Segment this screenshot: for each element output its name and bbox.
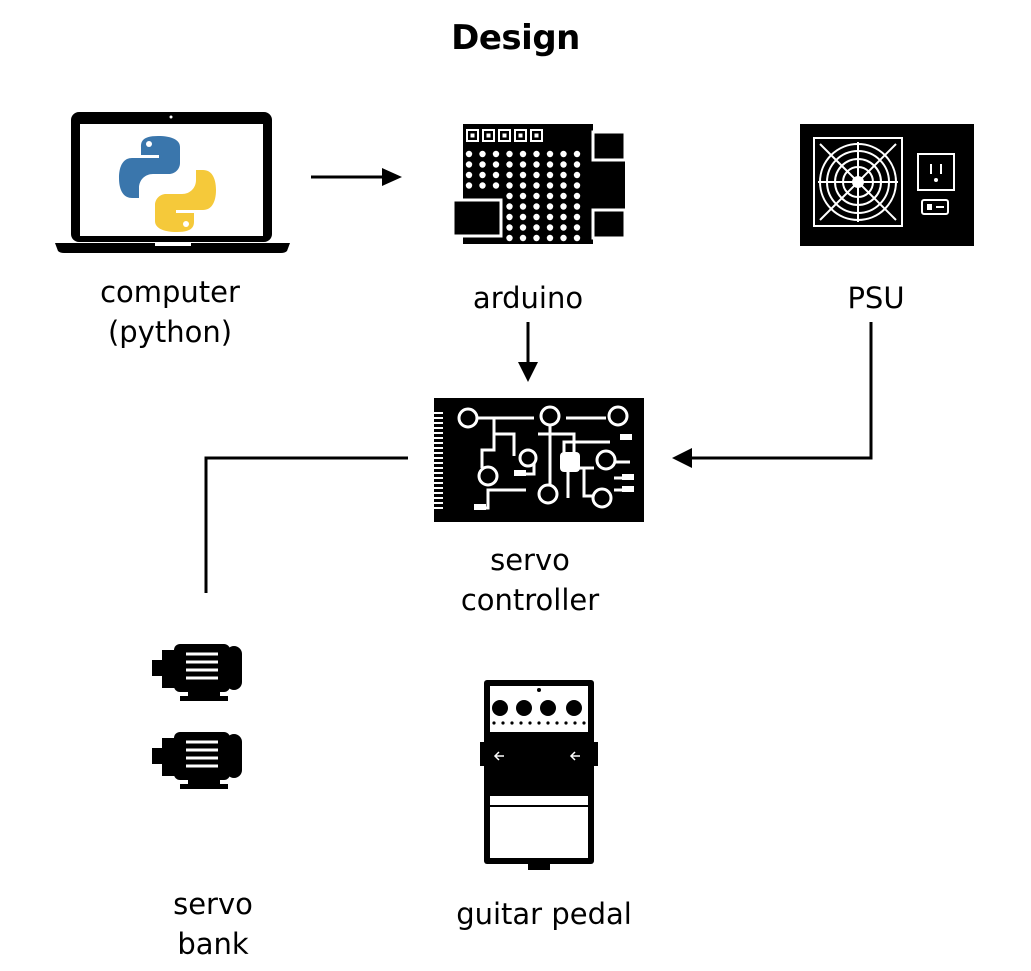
diagram-title: Design — [451, 18, 580, 58]
arrow-arduino-to-servo-controller — [518, 322, 538, 382]
psu-node — [800, 124, 974, 246]
servo-bank-node-2 — [152, 728, 248, 790]
arduino-label: arduino — [472, 281, 584, 315]
servo-motor-icon — [152, 644, 242, 701]
servo-controller-label-line2: controller — [460, 583, 600, 617]
arduino-board-icon — [451, 124, 627, 244]
servo-controller-label: servo controller — [430, 540, 630, 620]
guitar-pedal-node — [480, 678, 600, 872]
laptop-python-icon — [55, 112, 290, 253]
psu-label: PSU — [847, 281, 905, 315]
servo-motor-icon — [152, 732, 242, 789]
computer-label: computer (python) — [70, 272, 270, 352]
computer-label-line2: (python) — [107, 315, 233, 349]
guitar-pedal-icon — [480, 680, 598, 870]
servo-controller-node — [434, 398, 644, 522]
computer-label-line1: computer — [100, 275, 240, 309]
circuit-board-icon — [434, 398, 644, 522]
guitar-pedal-label: guitar pedal — [456, 897, 632, 931]
power-supply-icon — [800, 124, 974, 246]
computer-node — [55, 112, 295, 254]
arrow-psu-to-servo-controller — [672, 322, 873, 468]
line-servo-controller-to-servo-bank — [204, 456, 408, 593]
servo-bank-label-line1: servo — [173, 887, 253, 921]
servo-bank-label-line2: bank — [177, 927, 249, 961]
servo-bank-label: servo bank — [113, 884, 313, 964]
servo-controller-label-line1: servo — [490, 543, 570, 577]
servo-bank-node — [152, 640, 248, 702]
arduino-node — [451, 122, 629, 246]
arrow-computer-to-arduino — [311, 168, 402, 186]
